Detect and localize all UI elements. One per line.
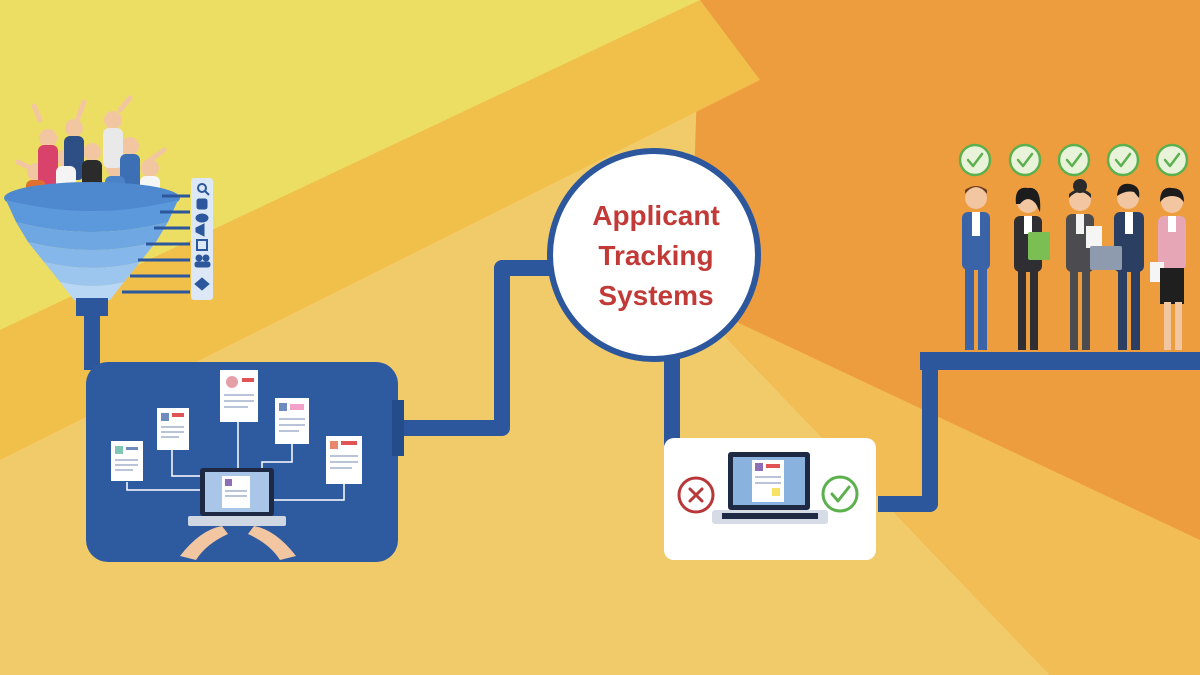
screening-tank-valve <box>392 400 404 456</box>
review-laptop <box>712 452 828 524</box>
check-mark-glyph <box>830 485 851 503</box>
candidate-person <box>1090 183 1144 350</box>
crowd-body <box>103 128 123 168</box>
crowd-raised-arms <box>15 95 167 171</box>
pipe-screening-to-ats <box>400 260 560 436</box>
handshake-icon <box>194 277 210 291</box>
laptop-keyboard <box>188 516 286 526</box>
search-icon <box>197 183 210 196</box>
check-mark-icon <box>1057 143 1091 177</box>
left-hand <box>180 526 228 560</box>
ats-circle-ring <box>547 148 761 362</box>
resume-connector-lines <box>126 422 345 501</box>
candidate-person <box>1066 179 1102 350</box>
funnel-icons <box>194 183 211 291</box>
hired-platform <box>920 352 1200 370</box>
resume-card <box>275 398 309 444</box>
approve-mark <box>821 475 859 513</box>
selected-candidates <box>958 143 1189 350</box>
check-mark-icon <box>1008 143 1042 177</box>
resume-card <box>111 441 143 481</box>
resume-documents <box>111 370 362 484</box>
crowd-head <box>141 159 159 177</box>
crowd-body <box>38 145 58 185</box>
funnel-spout <box>76 298 108 316</box>
x-mark-glyph <box>688 487 704 503</box>
candidate-person <box>962 186 990 350</box>
edit-icon <box>196 239 208 251</box>
resume-card <box>157 408 189 450</box>
funnel-ring <box>16 222 168 250</box>
resume-card <box>326 436 362 484</box>
candidate-checks <box>958 143 1189 177</box>
resume-card <box>220 370 258 422</box>
candidate-person <box>1150 187 1186 350</box>
right-hand <box>248 526 296 560</box>
check-mark-icon <box>958 143 992 177</box>
x-mark-icon <box>677 476 715 514</box>
funnel-rim <box>4 182 180 214</box>
crowd-head <box>83 143 101 161</box>
screening-laptop <box>180 468 296 560</box>
ats-title: Applicant Tracking Systems <box>556 196 756 316</box>
review-box <box>664 438 876 560</box>
applicant-funnel <box>4 95 213 316</box>
funnel-ring <box>60 282 124 303</box>
crowd-body <box>120 154 140 190</box>
people-icon <box>194 254 211 268</box>
background-mid-band <box>0 0 760 460</box>
ats-title-line-1: Applicant <box>592 200 720 231</box>
chat-icon <box>195 213 209 223</box>
ats-title-line-3: Systems <box>598 280 714 311</box>
megaphone-icon <box>195 223 205 237</box>
funnel-ring <box>6 200 178 232</box>
funnel-ring <box>28 242 156 268</box>
crowd-head <box>121 137 139 155</box>
phone-icon <box>196 198 208 210</box>
ats-circle <box>547 148 761 362</box>
funnel-ring <box>44 262 140 286</box>
candidate-person <box>1014 187 1050 350</box>
funnel-guide-lines <box>122 194 190 294</box>
crowd-head <box>65 119 83 137</box>
crowd-head <box>39 129 57 147</box>
ats-title-line-2: Tracking <box>598 240 714 271</box>
crowd-head <box>104 111 122 129</box>
reject-mark <box>677 476 715 514</box>
check-mark-icon <box>821 475 859 513</box>
screening-tank <box>86 362 404 562</box>
check-mark-icon <box>1155 143 1189 177</box>
background-lower-band <box>690 300 1200 675</box>
check-mark-icon <box>1106 143 1140 177</box>
